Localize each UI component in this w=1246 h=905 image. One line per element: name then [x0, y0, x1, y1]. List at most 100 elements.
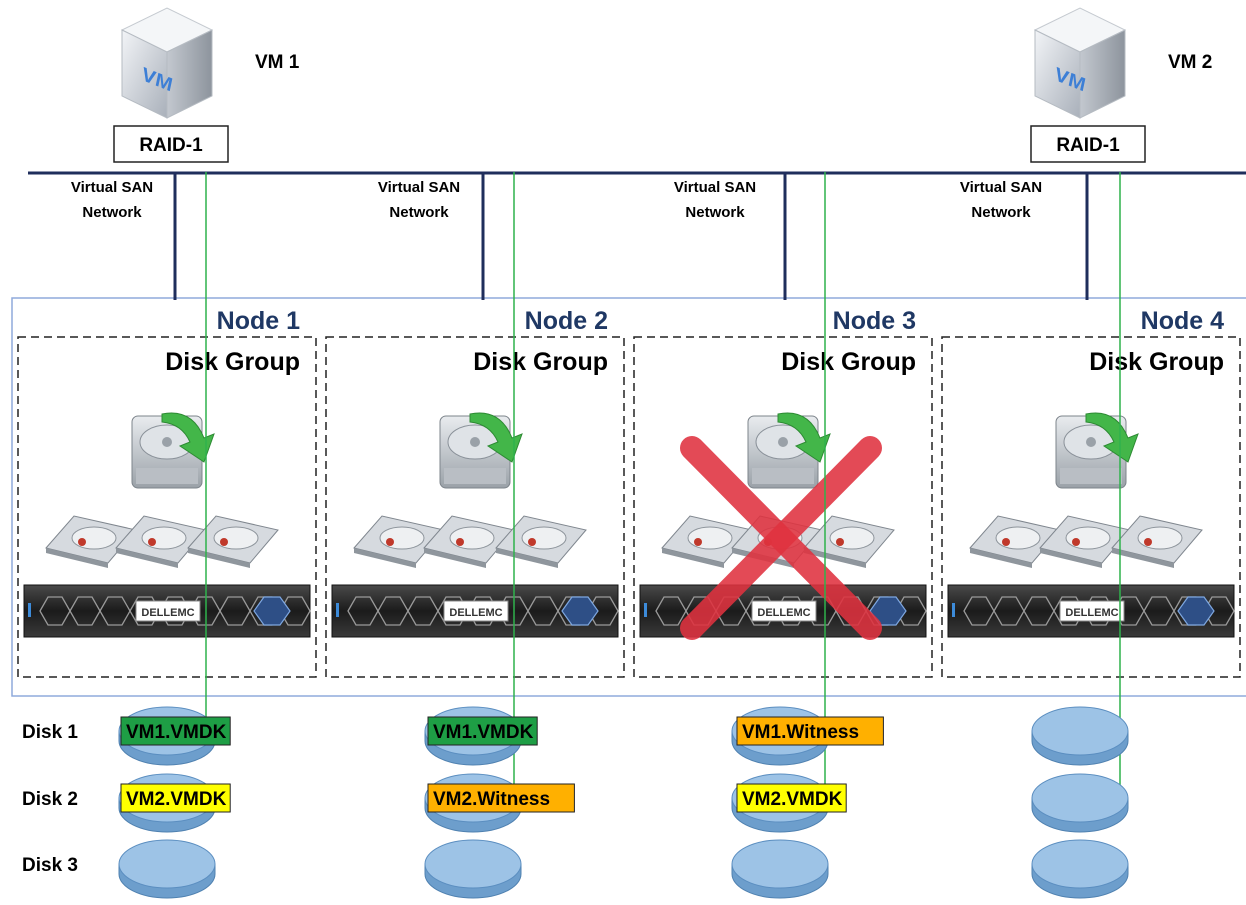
cache-drive-icon — [747, 412, 831, 489]
brand-logo: DELLEMC — [757, 607, 810, 619]
node-title: Node 1 — [217, 307, 300, 335]
component-label: VM1.VMDK — [433, 722, 534, 743]
component-vm1[interactable]: VM1.VMDK — [427, 716, 538, 746]
brand-plate — [135, 600, 201, 622]
node-title: Node 4 — [1141, 307, 1224, 335]
drive-spindle — [778, 437, 788, 447]
raid-policy-box — [1030, 125, 1146, 163]
brand-logo: DELLEMC — [1065, 607, 1118, 619]
component-label-box — [736, 783, 847, 813]
component-label-box — [427, 783, 575, 813]
component-witness[interactable]: VM2.Witness — [427, 783, 575, 813]
hdd-edge — [804, 548, 866, 568]
chassis-vent — [279, 596, 311, 626]
component-label-box — [120, 716, 231, 746]
drive-base — [136, 468, 198, 484]
disk-platter-icon — [731, 839, 829, 899]
hard-drive-icon — [45, 515, 137, 568]
disk-top — [1031, 773, 1129, 823]
component-label: VM2.VMDK — [742, 789, 843, 810]
arrow-shape — [777, 412, 831, 463]
chassis-led — [28, 603, 31, 617]
chassis-led — [952, 603, 955, 617]
brand-plate — [1059, 600, 1125, 622]
hdd-edge — [188, 548, 250, 568]
component-witness[interactable]: VM1.Witness — [736, 716, 884, 746]
hard-drive-icon — [423, 515, 515, 568]
network-label-line2: Network — [971, 204, 1031, 221]
hdd-platter — [449, 526, 495, 550]
component-label: VM2.Witness — [433, 789, 550, 810]
disk-group-title: Disk Group — [781, 348, 916, 376]
hdd-actuator — [220, 538, 228, 546]
hdd-edge — [662, 548, 724, 568]
hdd-edge — [496, 548, 558, 568]
arrow-shape — [161, 412, 215, 463]
node-title: Node 2 — [525, 307, 608, 335]
cache-drive-icon — [439, 412, 523, 489]
network-label-line2: Network — [685, 204, 745, 221]
hdd-platter — [71, 526, 117, 550]
hdd-actuator — [148, 538, 156, 546]
cluster-boundary — [11, 297, 1246, 697]
hdd-actuator — [528, 538, 536, 546]
chassis-vent — [587, 596, 619, 626]
cache-drive-icon — [131, 412, 215, 489]
node-title: Node 3 — [833, 307, 916, 335]
drive-spindle — [470, 437, 480, 447]
component-label-box — [120, 783, 231, 813]
hdd-platter — [829, 526, 875, 550]
disk-platter-icon — [424, 839, 522, 899]
component-vm2[interactable]: VM2.VMDK — [736, 783, 847, 813]
drive-base — [444, 468, 506, 484]
drive-base — [1060, 468, 1122, 484]
hdd-edge — [116, 548, 178, 568]
component-vm2[interactable]: VM2.VMDK — [120, 783, 231, 813]
brand-plate — [443, 600, 509, 622]
drive-base — [752, 468, 814, 484]
disk-platter-icon — [1031, 773, 1129, 833]
disk-top — [118, 839, 216, 889]
hard-drive-icon — [1111, 515, 1203, 568]
cache-drive-icon — [1055, 412, 1139, 489]
hdd-platter — [141, 526, 187, 550]
brand-logo: DELLEMC — [449, 607, 502, 619]
raid-policy-label: RAID-1 — [139, 135, 203, 156]
disk-group-boundary — [633, 336, 933, 678]
hdd-platter — [1137, 526, 1183, 550]
chassis-vent — [1203, 596, 1235, 626]
hdd-edge — [1040, 548, 1102, 568]
chassis-vent — [895, 596, 927, 626]
hdd-edge — [1112, 548, 1174, 568]
disk-platter-icon — [1031, 706, 1129, 766]
network-label-line1: Virtual SAN — [674, 179, 756, 196]
hard-drive-icon — [1039, 515, 1131, 568]
hard-drive-icon — [803, 515, 895, 568]
hdd-edge — [424, 548, 486, 568]
network-label-3: Virtual SAN Network — [674, 179, 756, 221]
disk-group-boundary — [17, 336, 317, 678]
hdd-platter — [995, 526, 1041, 550]
network-label-line1: Virtual SAN — [378, 179, 460, 196]
hard-drive-icon — [353, 515, 445, 568]
disk-platter-icon — [1031, 839, 1129, 899]
arrow-shape — [1085, 412, 1139, 463]
hdd-edge — [354, 548, 416, 568]
vxrail-badge — [561, 596, 599, 626]
hdd-actuator — [386, 538, 394, 546]
component-label-box — [736, 716, 884, 746]
hdd-actuator — [694, 538, 702, 546]
component-vm1[interactable]: VM1.VMDK — [120, 716, 231, 746]
hdd-platter — [1065, 526, 1111, 550]
disk-top — [1031, 706, 1129, 756]
component-label: VM1.VMDK — [126, 722, 227, 743]
disk-top — [424, 839, 522, 889]
